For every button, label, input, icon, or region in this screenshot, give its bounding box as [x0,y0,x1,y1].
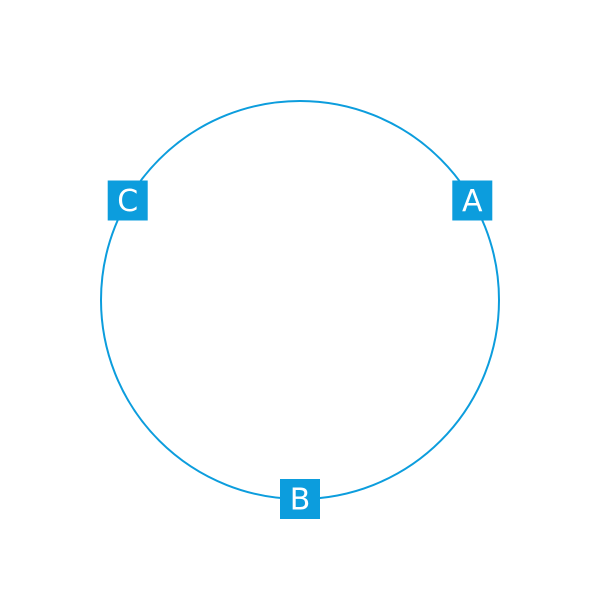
point-a-label: A [462,184,483,219]
point-c-label-box [107,180,148,221]
point-b-label: B [290,483,311,518]
point-b-label-box [280,479,320,519]
point-c: C [107,180,148,221]
point-c-label: C [117,184,138,219]
point-a: A [452,180,493,221]
point-a-label-box [452,180,493,221]
point-b: B [280,479,320,519]
circle-outline [100,100,500,500]
